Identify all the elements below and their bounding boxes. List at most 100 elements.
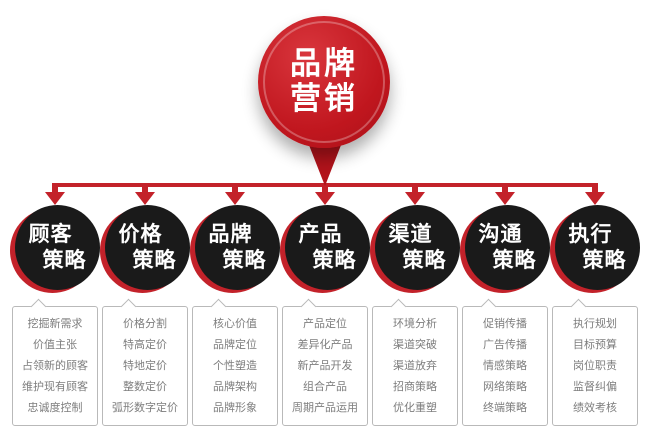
down-arrow-icon [495,183,515,207]
down-arrow-icon [225,183,245,207]
detail-item: 岗位职责 [573,358,617,372]
circle-label-line2: 策略 [132,247,177,272]
arrow-stem [52,183,58,192]
detail-item: 绩效考核 [573,400,617,414]
detail-item: 网络策略 [483,379,527,393]
circle-label-line2: 策略 [402,247,447,272]
strategy-circle: 渠道 策略 [370,205,460,293]
strategy-detail-box: 产品定位 差异化产品 新产品开发 组合产品 周期产品运用 [282,298,368,427]
bubble-tail-icon [480,298,497,315]
detail-item: 新产品开发 [297,358,353,372]
detail-item: 特高定价 [123,337,167,351]
detail-item: 弧形数字定价 [112,400,178,414]
bubble-tail-icon [390,298,407,315]
circle-label-line1: 执行 [568,221,613,246]
detail-item: 优化重塑 [393,400,437,414]
arrow-head [225,192,245,205]
detail-item: 核心价值 [213,317,257,330]
circle-label-line1: 沟通 [478,221,523,246]
strategy-column-communication: 沟通 策略 促销传播 广告传播 情感策略 网络策略 终端策略 [460,183,550,427]
circle-label: 渠道 策略 [375,205,460,290]
strategy-detail-box: 促销传播 广告传播 情感策略 网络策略 终端策略 [462,298,548,427]
strategy-column-customer: 顾客 策略 挖掘新需求 价值主张 占领新的顾客 维护现有顾客 忠诚度控制 [10,183,100,427]
pin-label-line2: 营销 [290,81,358,117]
detail-item: 广告传播 [483,337,527,351]
brand-marketing-pin: 品牌 营销 [258,16,390,148]
detail-item: 品牌形象 [213,400,257,414]
bubble-tail-icon [300,298,317,315]
strategy-circle: 顾客 策略 [10,205,100,293]
strategy-column-channel: 渠道 策略 环境分析 渠道突破 渠道放弃 招商策略 优化重塑 [370,183,460,427]
detail-item: 整数定价 [123,379,167,393]
arrow-stem [142,183,148,192]
arrow-head [135,192,155,205]
strategy-column-brand: 品牌 策略 核心价值 品牌定位 个性塑造 品牌架构 品牌形象 [190,183,280,427]
detail-item: 品牌架构 [213,379,257,393]
detail-item: 产品定位 [303,317,347,330]
detail-item: 差异化产品 [297,337,353,351]
arrow-stem [412,183,418,192]
circle-label: 沟通 策略 [465,205,550,290]
arrow-head [45,192,65,205]
bubble-tail-icon [210,298,227,315]
detail-item: 监督纠偏 [573,379,617,393]
arrow-head [405,192,425,205]
strategy-circle: 产品 策略 [280,205,370,293]
circle-label: 执行 策略 [555,205,640,290]
bubble-tail-icon [120,298,137,315]
arrow-stem [232,183,238,192]
strategy-circle: 价格 策略 [100,205,190,293]
detail-item: 情感策略 [483,358,527,372]
pin-label-line1: 品牌 [290,46,358,83]
circle-label-line1: 价格 [118,221,163,246]
detail-item: 目标预算 [573,337,617,351]
bubble-tail-icon [30,298,47,315]
detail-item: 忠诚度控制 [27,400,83,414]
strategy-detail-box: 价格分割 特高定价 特地定价 整数定价 弧形数字定价 [102,298,188,427]
down-arrow-icon [315,183,335,207]
detail-item: 品牌定位 [213,337,257,351]
arrow-head [315,192,335,205]
detail-item: 特地定价 [123,358,167,372]
detail-item: 渠道放弃 [393,358,437,372]
detail-item: 环境分析 [393,317,437,330]
strategy-circle: 品牌 策略 [190,205,280,293]
strategy-circle: 执行 策略 [550,205,640,293]
circle-label-line2: 策略 [582,247,627,272]
circle-label: 价格 策略 [105,205,190,290]
down-arrow-icon [135,183,155,207]
circle-label-line1: 渠道 [388,221,433,246]
detail-item: 组合产品 [303,379,347,393]
strategy-detail-box: 挖掘新需求 价值主张 占领新的顾客 维护现有顾客 忠诚度控制 [12,298,98,427]
detail-item: 价值主张 [33,337,77,351]
circle-label: 品牌 策略 [195,205,280,290]
detail-item: 招商策略 [393,379,437,393]
detail-item: 价格分割 [123,317,167,330]
arrow-stem [502,183,508,192]
circle-label-line2: 策略 [312,247,357,272]
detail-item: 渠道突破 [393,337,437,351]
down-arrow-icon [45,183,65,207]
strategy-detail-box: 环境分析 渠道突破 渠道放弃 招商策略 优化重塑 [372,298,458,427]
detail-item: 执行规划 [573,317,617,330]
circle-label: 产品 策略 [285,205,370,290]
strategy-circle: 沟通 策略 [460,205,550,293]
circle-label: 顾客 策略 [15,205,100,290]
circle-label-line2: 策略 [42,247,87,272]
arrow-stem [322,183,328,192]
detail-item: 促销传播 [483,317,527,330]
detail-item: 终端策略 [483,400,527,414]
circle-label-line1: 品牌 [208,221,253,246]
strategy-column-execution: 执行 策略 执行规划 目标预算 岗位职责 监督纠偏 绩效考核 [550,183,640,427]
strategy-column-product: 产品 策略 产品定位 差异化产品 新产品开发 组合产品 周期产品运用 [280,183,370,427]
strategy-detail-box: 执行规划 目标预算 岗位职责 监督纠偏 绩效考核 [552,298,638,427]
strategy-column-price: 价格 策略 价格分割 特高定价 特地定价 整数定价 弧形数字定价 [100,183,190,427]
down-arrow-icon [405,183,425,207]
arrow-stem [592,183,598,192]
down-arrow-icon [585,183,605,207]
detail-item: 维护现有顾客 [22,379,88,393]
detail-item: 占领新的顾客 [22,358,88,372]
strategy-detail-box: 核心价值 品牌定位 个性塑造 品牌架构 品牌形象 [192,298,278,427]
arrow-head [495,192,515,205]
